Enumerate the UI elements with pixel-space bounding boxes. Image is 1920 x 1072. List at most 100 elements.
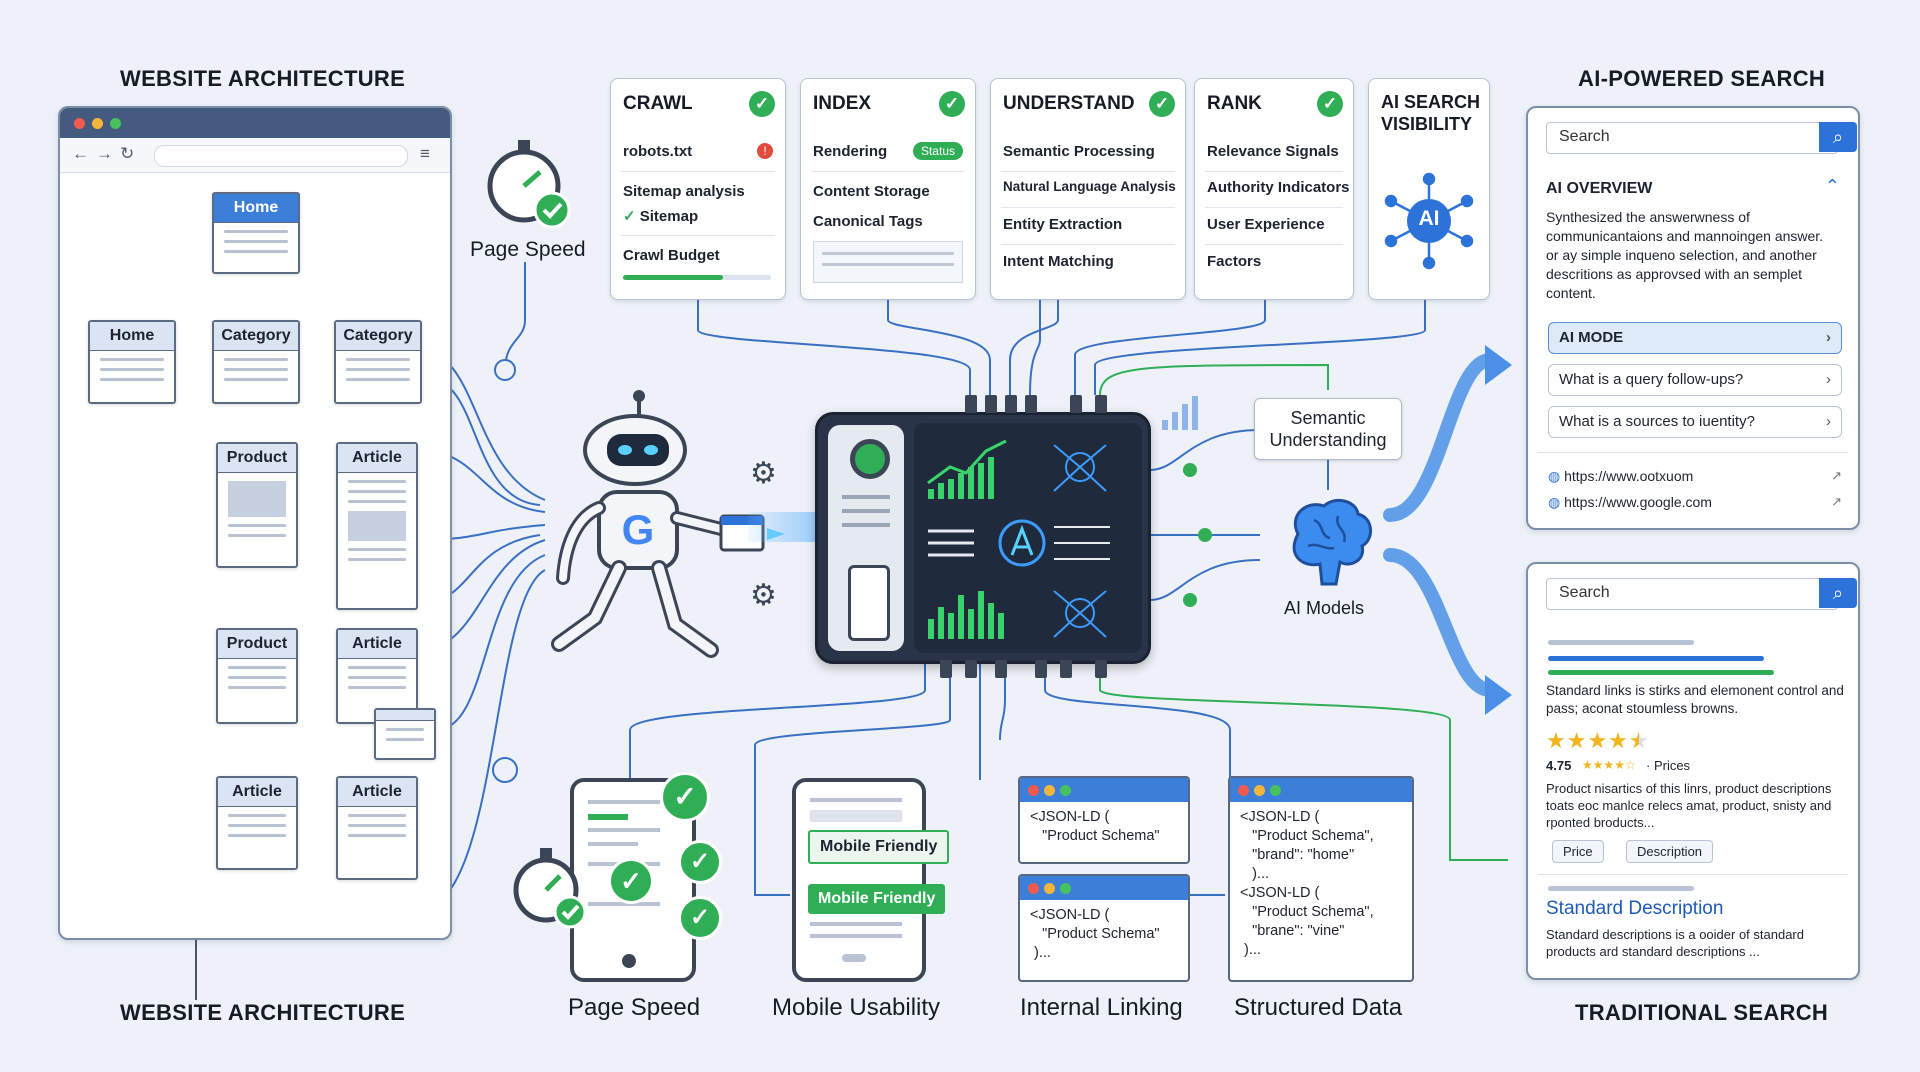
globe-icon: ◍ [1548, 494, 1565, 510]
bar-chart-icon [1162, 396, 1198, 430]
gear-icon-2: ⚙ [750, 579, 777, 612]
reload-icon[interactable]: ↻ [120, 144, 135, 163]
website-architecture-title-bottom: WEBSITE ARCHITECTURE [120, 1000, 406, 1025]
search-engine-processor [815, 412, 1151, 664]
check-icon: ✓ [939, 91, 965, 117]
chevron-right-icon: › [1826, 329, 1831, 346]
search-icon[interactable]: ⌕ [1819, 122, 1857, 152]
crawl-card: CRAWL ✓ robots.txt ! Sitemap analysis ✓ … [610, 78, 786, 300]
semantic-understanding-box: Semantic Understanding [1254, 398, 1402, 460]
external-link-icon[interactable]: ↗ [1831, 494, 1842, 509]
alert-icon: ! [757, 143, 773, 159]
ai-search-visibility-card: AI SEARCH VISIBILITY AI [1368, 78, 1490, 300]
site-node-home-secondary[interactable]: Home [88, 320, 176, 404]
site-node-product-2[interactable]: Product [216, 628, 298, 724]
brain-icon [1292, 498, 1372, 586]
search-icon[interactable]: ⌕ [1819, 578, 1857, 608]
source-link-2[interactable]: ◍ https://www.google.com [1548, 494, 1712, 510]
ai-search-panel: Search ⌕ AI OVERVIEW ⌃ Synthesized the a… [1526, 106, 1860, 530]
stopwatch-icon-bottom [513, 848, 587, 929]
maximize-dot-icon[interactable] [110, 118, 121, 129]
mini-window [374, 708, 436, 760]
ai-models-label: AI Models [1284, 598, 1365, 618]
check-icon: ✓ [1317, 91, 1343, 117]
standard-description-text: Standard descriptions is a ooider of sta… [1546, 927, 1804, 959]
code-window-1: <JSON-LD ( "Product Schema" [1018, 776, 1190, 864]
page-speed-label-top: Page Speed [470, 238, 586, 261]
close-dot-icon[interactable] [74, 118, 85, 129]
ai-search-input[interactable]: Search ⌕ [1546, 122, 1857, 154]
site-node-article-4[interactable]: Article [336, 776, 418, 880]
ai-badge: AI [1418, 207, 1440, 230]
tablet-mobile-usability [792, 778, 926, 982]
standard-link-snippet: Standard links is stirks and elemonent c… [1546, 683, 1844, 716]
forward-icon[interactable]: → [96, 144, 113, 163]
traditional-search-title: TRADITIONAL SEARCH [1575, 1000, 1829, 1025]
back-icon[interactable]: ← [72, 144, 89, 163]
check-icon: ✓ [749, 91, 775, 117]
crawl-budget-bar [623, 275, 723, 280]
browser-navbar: ← → ↻ ≡ [60, 138, 450, 173]
site-node-article-1[interactable]: Article [336, 442, 418, 610]
gear-icon: ⚙ [750, 457, 777, 490]
star-fill: ★★★★★ [1546, 728, 1639, 753]
site-node-home[interactable]: Home [212, 192, 300, 274]
structured-data-label: Structured Data [1234, 994, 1403, 1021]
description-tag[interactable]: Description [1626, 840, 1714, 863]
source-link-1[interactable]: ◍ https://www.ootxuom [1548, 468, 1694, 484]
prices-label: · Prices [1646, 758, 1691, 773]
ai-overview-title: AI OVERVIEW [1546, 180, 1653, 197]
site-node-product-1[interactable]: Product [216, 442, 298, 568]
ai-powered-search-title: AI-POWERED SEARCH [1578, 66, 1826, 91]
small-stars-icon: ★★★★☆ [1582, 758, 1636, 772]
browser-titlebar [60, 108, 450, 138]
mobile-friendly-tag-1: Mobile Friendly [808, 830, 950, 864]
index-card: INDEX ✓ Rendering Status Content Storage… [800, 78, 976, 300]
website-architecture-title: WEBSITE ARCHITECTURE [120, 66, 406, 91]
globe-icon: ◍ [1548, 468, 1565, 484]
understand-card: UNDERSTAND ✓ Semantic Processing Natural… [990, 78, 1186, 300]
processor-screen [914, 423, 1142, 653]
external-link-icon[interactable]: ↗ [1831, 468, 1842, 483]
processor-pins [940, 395, 1107, 678]
code-window-2: <JSON-LD ( "Product Schema" )... [1018, 874, 1190, 982]
rank-card: RANK ✓ Relevance Signals Authority Indic… [1194, 78, 1354, 300]
svg-text:G: G [622, 506, 655, 553]
mobile-usability-label: Mobile Usability [772, 994, 941, 1021]
ai-overview-text: Synthesized the answerwness of communica… [1546, 209, 1824, 301]
followup-question-2[interactable]: What is a sources to iuentity?› [1548, 406, 1842, 438]
ai-network-icon [1384, 172, 1474, 270]
site-node-category-2[interactable]: Category [334, 320, 422, 404]
chevron-right-icon: › [1826, 413, 1831, 430]
status-badge: Status [912, 142, 963, 160]
site-node-article-3[interactable]: Article [216, 776, 298, 870]
check-small-icon: ✓ [623, 208, 640, 225]
star-rating: ★★★★★ ★★★★★ [1546, 728, 1656, 753]
price-tag[interactable]: Price [1552, 840, 1604, 863]
check-icon: ✓ [678, 840, 722, 884]
site-node-category-1[interactable]: Category [212, 320, 300, 404]
check-icon: ✓ [1149, 91, 1175, 117]
data-beam [748, 512, 818, 542]
check-icon: ✓ [608, 858, 654, 904]
menu-icon[interactable]: ≡ [420, 144, 430, 163]
traditional-search-panel: Search ⌕ Standard links is stirks and el… [1526, 562, 1860, 980]
ai-mode-button[interactable]: AI MODE› [1548, 322, 1842, 354]
product-description: Product nisartics of this linrs, product… [1546, 781, 1832, 830]
minimize-dot-icon[interactable] [92, 118, 103, 129]
check-icon: ✓ [660, 772, 710, 822]
traditional-search-input[interactable]: Search ⌕ [1546, 578, 1857, 610]
mobile-friendly-tag-2: Mobile Friendly [808, 884, 946, 914]
code-window-structured-data: <JSON-LD ( "Product Schema", "brand": "h… [1228, 776, 1414, 982]
page-speed-label: Page Speed [568, 994, 701, 1021]
chevron-right-icon: › [1826, 371, 1831, 388]
stopwatch-icon [487, 140, 571, 229]
chevron-up-icon[interactable]: ⌃ [1824, 176, 1840, 196]
internal-linking-label: Internal Linking [1020, 994, 1183, 1021]
check-icon: ✓ [678, 896, 722, 940]
rating-value: 4.75 [1546, 758, 1572, 773]
standard-description-title[interactable]: Standard Description [1546, 898, 1724, 919]
followup-question-1[interactable]: What is a query follow-ups?› [1548, 364, 1842, 396]
address-bar[interactable] [154, 145, 408, 167]
processor-side-panel [828, 425, 904, 651]
